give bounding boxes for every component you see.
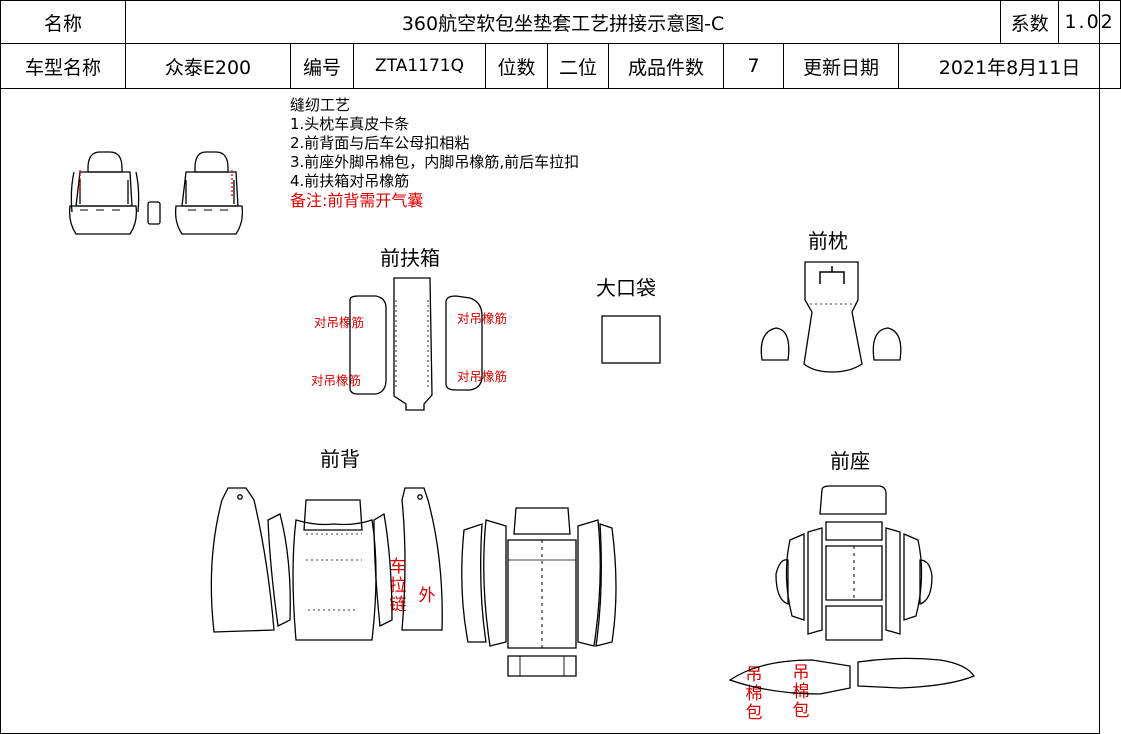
notes-item-4: 4.前扶箱对吊橡筋 xyxy=(290,172,410,190)
annotation-outer: 外 xyxy=(418,586,436,606)
pieces-label: 成品件数 xyxy=(608,43,724,89)
annotation-elastic-1: 对吊橡筋 xyxy=(314,315,365,330)
back-rear-pieces xyxy=(461,507,617,677)
notes-remark: 备注:前背需开气囊 xyxy=(290,191,424,210)
label-armrest: 前扶箱 xyxy=(380,246,440,270)
label-back: 前背 xyxy=(320,447,360,471)
pocket-piece xyxy=(601,315,661,364)
label-seat: 前座 xyxy=(830,449,870,473)
seats-value: 二位 xyxy=(547,43,609,89)
name-label: 名称 xyxy=(0,0,126,44)
sewing-notes: 缝纫工艺 1.头枕车真皮卡条 2.前背面与后车公母扣相粘 3.前座外脚吊棉包，内… xyxy=(290,96,579,210)
date-label: 更新日期 xyxy=(783,43,899,89)
label-pocket: 大口袋 xyxy=(596,276,656,300)
seat-thumbnail-right xyxy=(174,151,244,235)
annotation-cotton-2: 吊棉包 xyxy=(792,663,810,721)
headrest-pieces xyxy=(760,261,902,373)
pieces-value: 7 xyxy=(723,43,784,89)
page-title: 360航空软包坐垫套工艺拼接示意图-C xyxy=(124,0,1002,44)
annotation-zipper: 车拉链 xyxy=(389,557,407,615)
notes-item-3: 3.前座外脚吊棉包，内脚吊橡筋,前后车拉扣 xyxy=(290,153,580,171)
seat-thumbnail-left xyxy=(68,151,140,235)
notes-item-2: 2.前背面与后车公母扣相粘 xyxy=(290,134,470,152)
label-headrest: 前枕 xyxy=(808,229,848,253)
notes-title: 缝纫工艺 xyxy=(290,96,351,114)
code-value: ZTA1171Q xyxy=(353,43,486,89)
back-pieces xyxy=(210,487,443,641)
seats-label: 位数 xyxy=(485,43,548,89)
header-table: 名称 360航空软包坐垫套工艺拼接示意图-C 系数 1.02 车型名称 众泰E2… xyxy=(0,0,1121,89)
coef-value: 1.02 xyxy=(1058,0,1121,44)
buckle-thumbnail xyxy=(147,201,161,225)
annotation-elastic-2: 对吊橡筋 xyxy=(311,373,362,388)
date-value: 2021年8月11日 xyxy=(897,43,1121,89)
notes-item-1: 1.头枕车真皮卡条 xyxy=(290,115,410,133)
seat-pieces xyxy=(728,485,975,695)
code-label: 编号 xyxy=(290,43,354,89)
armrest-pieces xyxy=(349,277,483,411)
